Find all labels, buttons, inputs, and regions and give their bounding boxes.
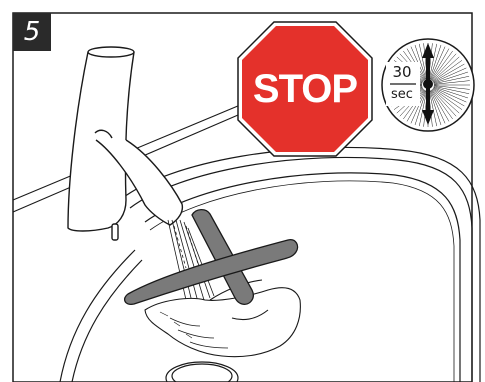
stop-label: STOP bbox=[242, 60, 368, 118]
timer-value: 30 bbox=[388, 62, 416, 82]
step-badge: 5 bbox=[13, 13, 51, 51]
step-number: 5 bbox=[13, 13, 51, 51]
stopwatch-icon bbox=[382, 39, 474, 131]
timer-unit: sec bbox=[388, 86, 416, 104]
